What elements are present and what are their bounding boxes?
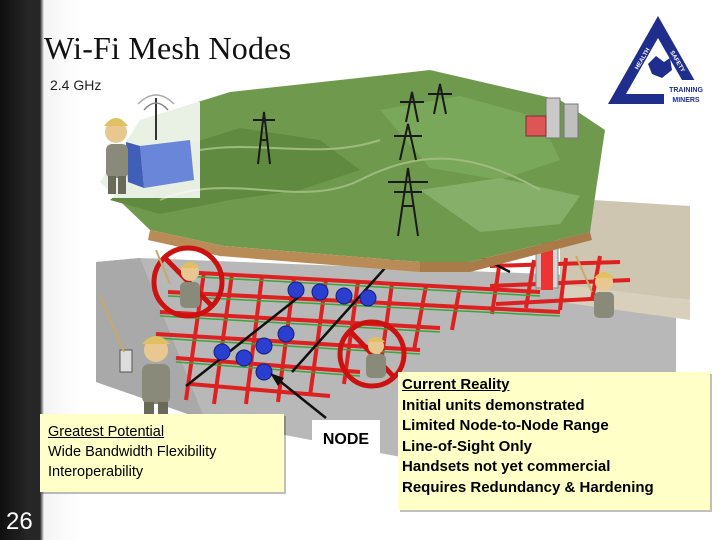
surface-terrain [100,70,605,272]
mesh-node [235,349,253,367]
current-reality-box: Current Reality Initial units demonstrat… [398,372,710,510]
box-left-line-3: Interoperability [48,464,144,480]
mesh-node [255,337,273,355]
mesh-node [277,325,295,343]
box-right-line-1: Current Reality [402,376,510,393]
mesh-node [213,343,231,361]
node-label: NODE [312,420,380,460]
mesh-node [311,283,329,301]
box-right-line-2: Initial units demonstrated [402,396,585,414]
slide-subtitle: 2.4 GHz [50,77,102,93]
mesh-nodes [213,281,377,381]
miner-right [575,255,614,318]
mesh-node [359,289,377,307]
svg-text:MINERS: MINERS [672,97,700,104]
slide-title: Wi-Fi Mesh Nodes [44,30,292,66]
box-left-line-2: Wide Bandwidth Flexibility [48,444,217,460]
box-right-line-6: Requires Redundancy & Hardening [402,478,654,496]
box-right-line-5: Handsets not yet commercial [402,458,611,475]
wv-miners-logo: TRAINING MINERS WEST VIRGINIA HEALTH OFF… [608,16,708,106]
miner-surface [104,118,128,194]
miner-no-sign-center [337,319,407,389]
greatest-potential-box: Greatest Potential Wide Bandwidth Flexib… [40,414,284,492]
box-right-line-3: Limited Node-to-Node Range [402,417,609,434]
slide-number: 26 [6,508,33,535]
miner-lower-left [99,295,170,422]
transmission-towers [253,83,452,237]
mesh-node [255,363,273,381]
node-pointer-arrow [270,373,327,419]
box-right-line-4: Line-of-Sight Only [402,437,532,455]
svg-text:TRAINING: TRAINING [669,87,703,94]
miner-no-sign-left [151,245,225,319]
box-left-line-1: Greatest Potential [48,424,165,440]
mesh-node [335,287,353,305]
mesh-node [287,281,305,299]
miner-figures [99,118,614,422]
